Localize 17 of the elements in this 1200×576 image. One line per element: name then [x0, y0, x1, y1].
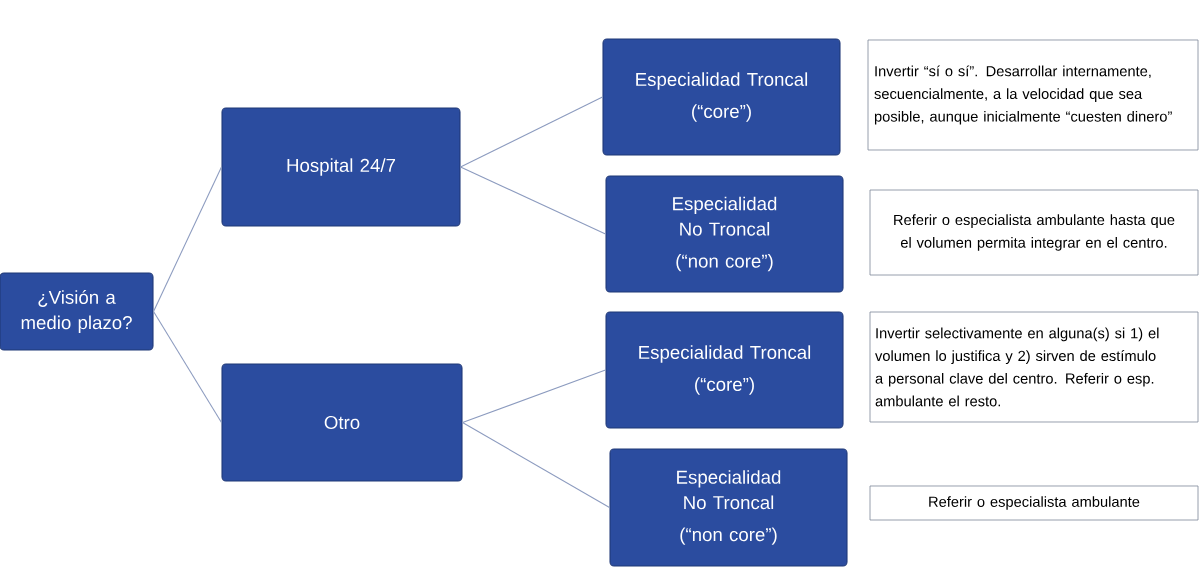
process-box: ¿Visión a medio plazo? — [0, 272, 154, 351]
connector-line — [153, 310, 222, 424]
process-box: Especialidad Troncal (“core”) — [605, 311, 844, 429]
connector-line — [460, 166, 606, 235]
process-box: Otro — [221, 363, 463, 482]
process-box: Especialidad No Troncal (“non core”) — [605, 175, 844, 293]
process-box: Especialidad Troncal (“core”) — [602, 38, 841, 156]
process-box: Especialidad No Troncal (“non core”) — [609, 448, 848, 567]
connector-line — [153, 166, 222, 313]
note-box: Invertir selectivamente en alguna(s) si 1) el volumen lo justifica y 2) sirven de estímulo a personal clave del centro. Referir o esp. ambulante el resto. — [869, 311, 1199, 423]
process-box: Hospital 24/7 — [221, 107, 461, 227]
note-box: Invertir “sí o sí”. Desarrollar internamente, secuencialmente, a la velocidad que sea posible, aunque inicialmente “cuesten dinero” — [867, 39, 1199, 151]
connector-line — [462, 421, 610, 509]
connector-line — [460, 96, 603, 168]
connector-line — [462, 369, 606, 424]
note-box: Referir o especialista ambulante hasta que el volumen permita integrar en el centro. — [869, 189, 1199, 276]
note-box: Referir o especialista ambulante — [869, 485, 1199, 521]
